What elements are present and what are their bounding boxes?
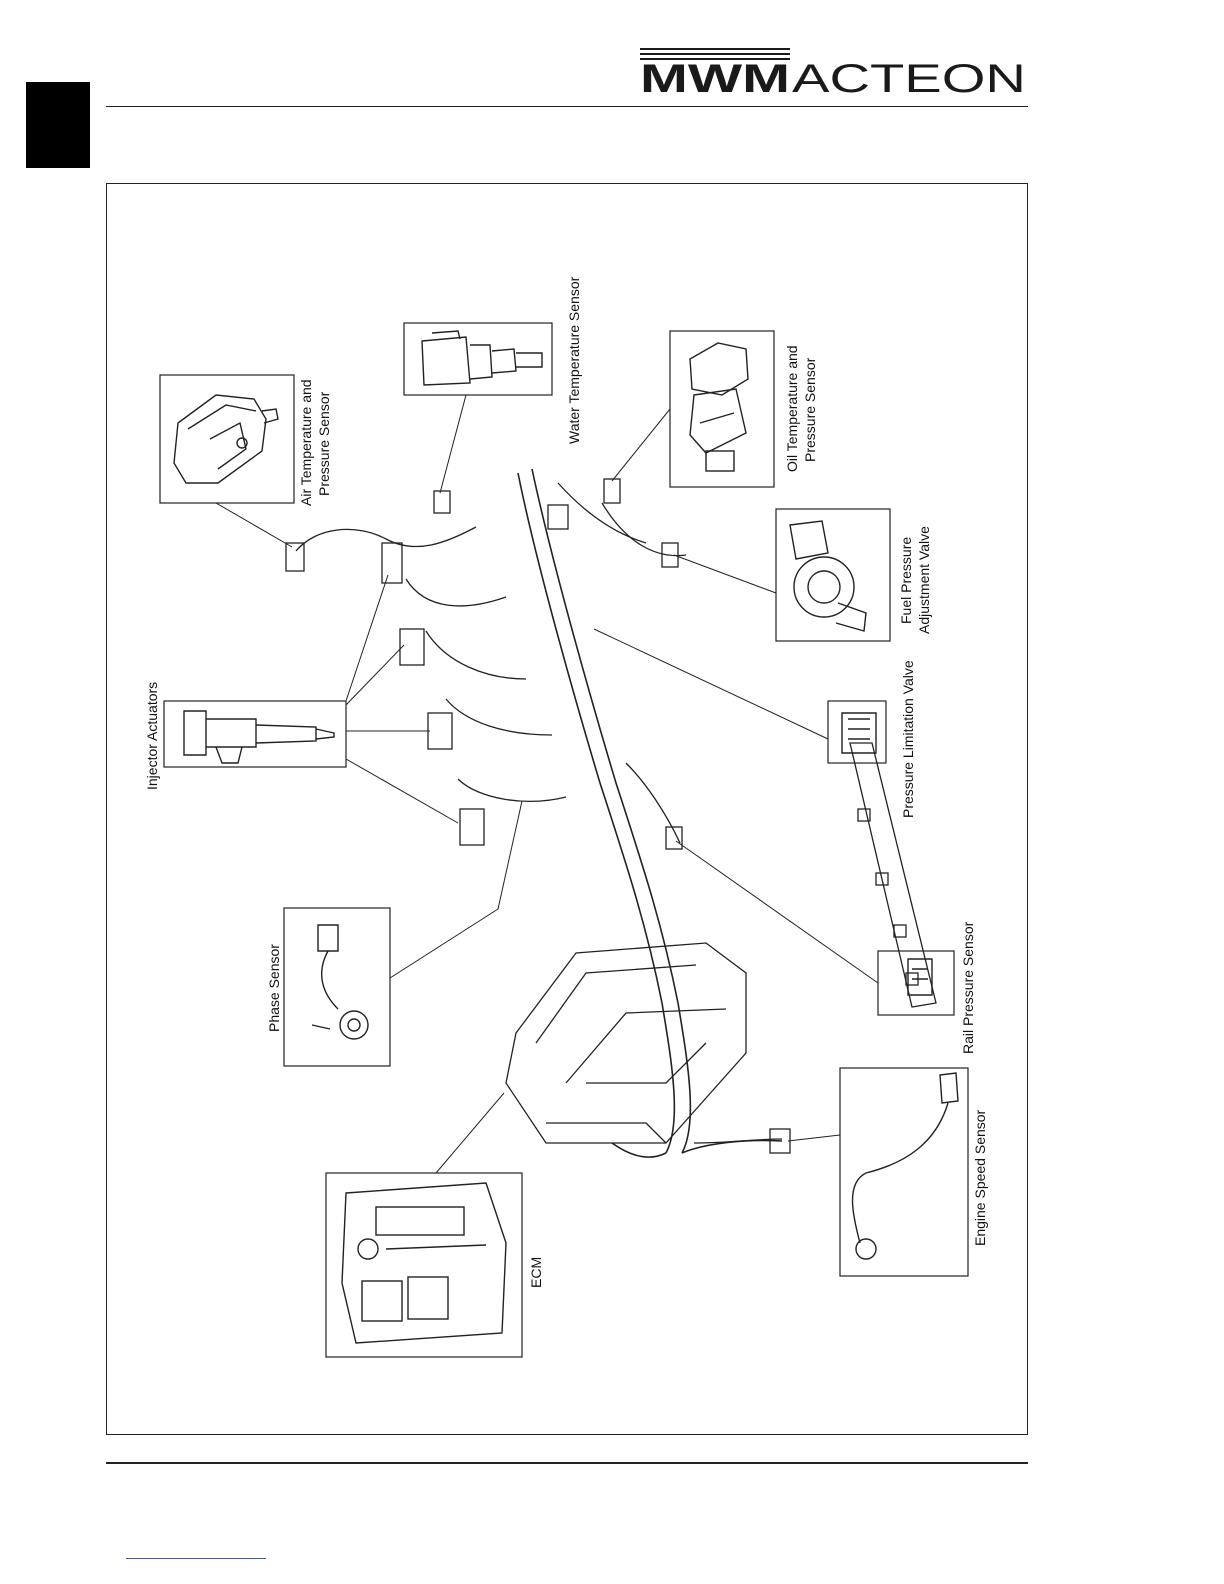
section-tab [26,82,90,168]
label-air-temperature-line1: Air Temperature and [298,379,314,506]
ecm-drawing [342,1183,506,1343]
water-sensor-box [404,323,552,395]
header-rule [106,106,1028,107]
label-oil-temperature-line2: Pressure Sensor [802,358,818,462]
leader-lines [216,395,878,1173]
label-water-temperature-sensor: Water Temperature Sensor [566,277,582,444]
fuel-rail [850,743,936,1007]
fuel-valve-drawing [790,521,866,631]
label-ecm: ECM [528,1257,544,1288]
label-fuel-pressure-line2: Adjustment Valve [916,526,932,634]
harness-trunk [518,469,782,1157]
pressure-limit-drawing [842,713,876,753]
phase-sensor-box [284,908,390,1066]
label-air-temperature-line2: Pressure Sensor [316,392,332,496]
mwm-acteon-logo: MWM ACTEON [640,46,1030,98]
rail-sensor-box [878,951,954,1015]
harness-branches [296,483,782,1143]
water-sensor-drawing [422,331,542,385]
air-sensor-box [160,375,294,503]
footnote-line [126,1558,266,1559]
label-phase-sensor: Phase Sensor [266,944,282,1032]
oil-sensor-box [670,331,774,487]
engine-speed-drawing [853,1073,959,1259]
label-rail-pressure-sensor: Rail Pressure Sensor [960,922,976,1054]
footer-rule [106,1462,1028,1464]
logo-text-right: ACTEON [792,57,1026,98]
air-sensor-drawing [174,395,278,483]
logo-text-left: MWM [640,57,790,98]
engine-block [506,943,746,1143]
oil-sensor-drawing [690,343,748,471]
injector-drawing [184,711,334,763]
label-oil-temperature-line1: Oil Temperature and [784,345,800,472]
fuel-valve-box [776,509,890,641]
phase-sensor-drawing [312,925,368,1039]
label-engine-speed-sensor: Engine Speed Sensor [972,1110,988,1246]
label-pressure-limitation-valve: Pressure Limitation Valve [900,660,916,818]
engine-speed-box [840,1068,968,1276]
label-fuel-pressure-line1: Fuel Pressure [898,537,914,624]
label-injector-actuators: Injector Actuators [144,682,160,790]
connectors [286,479,790,1153]
rail-sensor-drawing [908,959,932,995]
